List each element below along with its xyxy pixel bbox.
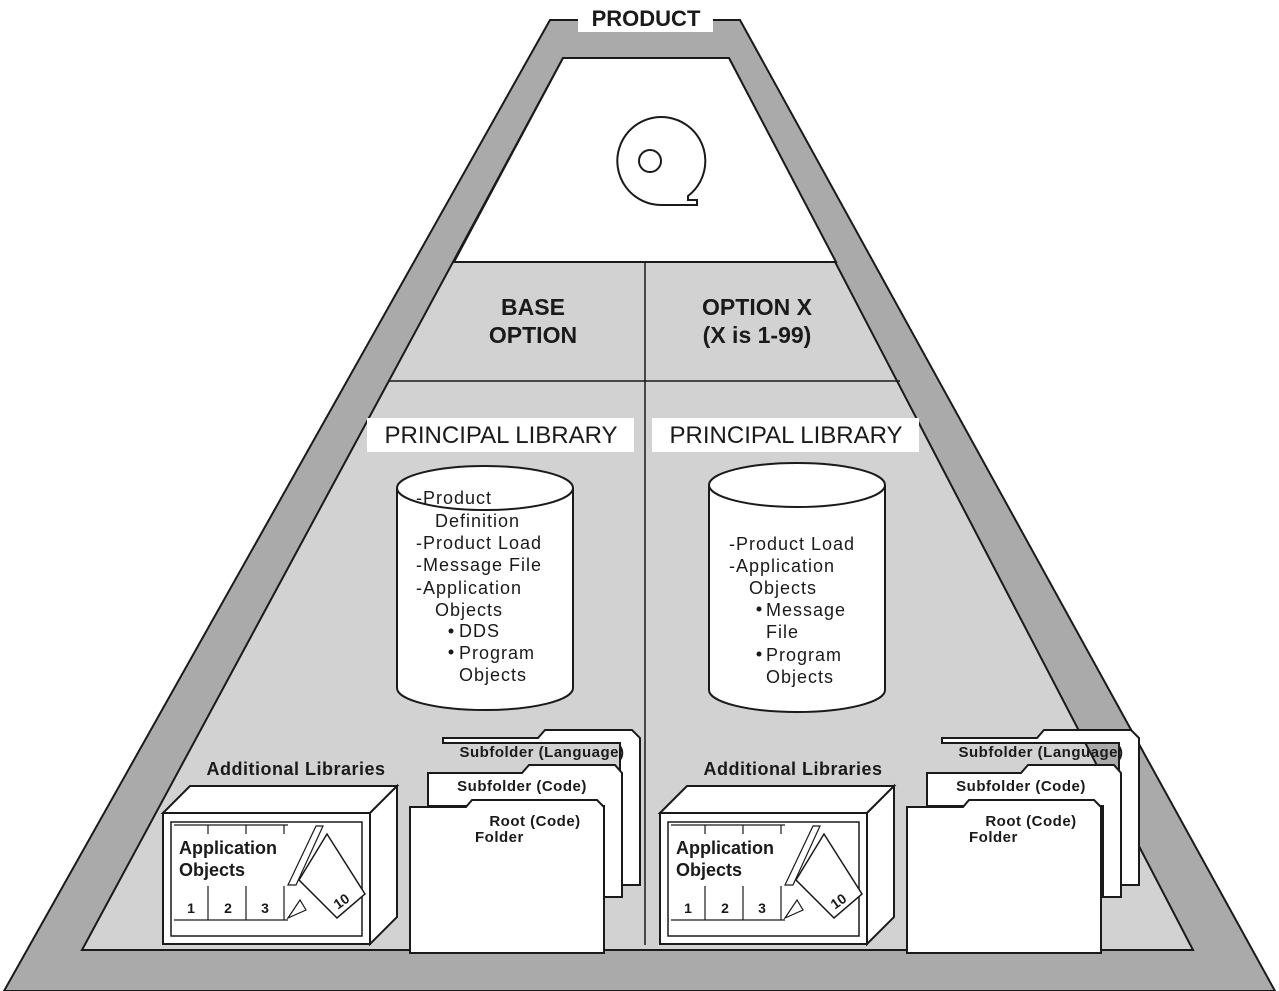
- option-library-cylinder: [708, 462, 886, 713]
- option-item-application: -Application: [729, 556, 835, 576]
- base-item-product-load: -Product Load: [416, 533, 542, 553]
- base-library-label-box: [367, 418, 634, 452]
- base-root-folder: Folder: [475, 829, 524, 846]
- base-item-application: -Application: [416, 578, 522, 598]
- option-item-message: Message: [766, 600, 846, 620]
- base-subfolder-code: Subfolder (Code): [457, 778, 587, 795]
- base-folder-stack: [409, 729, 641, 954]
- base-option-header-line1: BASE: [501, 294, 565, 320]
- base-item-message-file: -Message File: [416, 555, 542, 575]
- base-item-dds: DDS: [459, 621, 500, 641]
- base-library-cylinder: [396, 465, 574, 711]
- option-slot-2: 2: [721, 900, 729, 916]
- base-subfolder-language: Subfolder (Language): [460, 744, 625, 761]
- option-item-program: Program: [766, 645, 842, 665]
- diagram-title: PRODUCT: [592, 6, 701, 31]
- base-item-definition: Definition: [435, 511, 520, 531]
- option-library-box: [657, 783, 897, 947]
- option-root-folder: Folder: [969, 829, 1018, 846]
- bullet-icon: [756, 651, 762, 657]
- option-x-header-line2: (X is 1-99): [703, 322, 812, 348]
- base-application-label-line1: Application: [179, 838, 277, 858]
- option-folder-stack: [906, 729, 1140, 954]
- base-option-header-line2: OPTION: [489, 322, 577, 348]
- option-application-label-line1: Application: [676, 838, 774, 858]
- option-item-product-load: -Product Load: [729, 534, 855, 554]
- base-slot-1: 1: [187, 900, 195, 916]
- base-slot-2: 2: [224, 900, 232, 916]
- base-item-objects: Objects: [435, 600, 503, 620]
- base-library-label: PRINCIPAL LIBRARY: [385, 422, 618, 449]
- base-additional-libraries-label: Additional Libraries: [206, 759, 385, 779]
- option-slot-1: 1: [684, 900, 692, 916]
- option-item-objects: Objects: [749, 578, 817, 598]
- option-application-label-line2: Objects: [676, 860, 742, 880]
- bullet-icon: [448, 649, 454, 655]
- base-library-box: [160, 783, 400, 947]
- bullet-icon: [756, 606, 762, 612]
- option-subfolder-language: Subfolder (Language): [959, 744, 1124, 761]
- option-item-program-objects: Objects: [766, 667, 834, 687]
- tape-reel-icon: [616, 116, 707, 207]
- base-item-product: -Product: [416, 488, 492, 508]
- title-box: [578, 5, 713, 32]
- base-slot-3: 3: [261, 900, 269, 916]
- base-item-program-objects: Objects: [459, 665, 527, 685]
- option-library-label: PRINCIPAL LIBRARY: [670, 422, 903, 449]
- option-additional-libraries-label: Additional Libraries: [703, 759, 882, 779]
- base-root-code: Root (Code): [489, 813, 580, 830]
- option-x-header-line1: OPTION X: [702, 294, 813, 320]
- option-subfolder-code: Subfolder (Code): [956, 778, 1086, 795]
- base-item-program: Program: [459, 643, 535, 663]
- option-root-code: Root (Code): [985, 813, 1076, 830]
- option-library-label-box: [652, 418, 919, 452]
- option-item-file: File: [766, 622, 799, 642]
- base-application-label-line2: Objects: [179, 860, 245, 880]
- bullet-icon: [448, 628, 454, 634]
- option-slot-3: 3: [758, 900, 766, 916]
